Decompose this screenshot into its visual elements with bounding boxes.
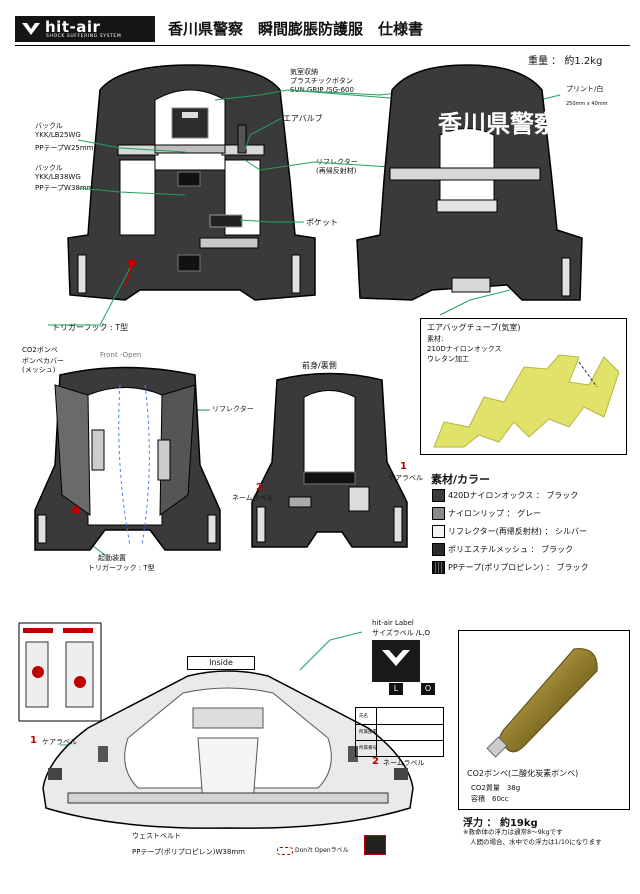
size-label-title: サイズラベル /L,O	[372, 629, 431, 637]
swatch-reflector	[432, 525, 445, 538]
size-O-badge: O	[421, 683, 435, 695]
swatch-nylon-ox	[432, 489, 445, 502]
material-item: リフレクター(再帰反射材) ： シルバー	[448, 527, 588, 536]
name-card-row: 氏名	[359, 714, 368, 719]
dont-open-tag-image	[364, 835, 386, 855]
hit-air-label-title: hit-air Label	[372, 619, 414, 627]
care-label-card	[18, 622, 102, 722]
dashed-box-icon	[277, 846, 293, 855]
vent-button-label-2: プラスチックボタン	[290, 77, 353, 85]
co2-box: CO2ボンベ(二酸化炭素ボンベ) CO2質量 38g 容積 60cc	[458, 630, 630, 810]
airbag-tube-box: エアバッグチューブ(気室) 素材: 210Dナイロンオックス ウレタン加工	[420, 318, 627, 455]
material-item: ポリエステルメッシュ ： ブラック	[448, 545, 574, 554]
front-open-label: Front -Open	[100, 351, 142, 359]
reflector-sub-label: (再帰反射材)	[316, 167, 357, 175]
pp-tape2-label: PPテープW38mm	[35, 184, 94, 192]
pp-tape1-label: PPテープW25mm	[35, 144, 94, 152]
trigger-hook-label: トリガーフック : T型	[52, 323, 129, 332]
logo-subtext: SHOCK SUFFERING SYSTEM	[46, 34, 122, 39]
back-side-care-label: ケアラベル	[388, 474, 423, 482]
reflector-label: リフレクター	[316, 158, 358, 166]
swatch-nylon-rip	[432, 507, 445, 520]
open-trigger-hook-label: トリガーフック : T型	[88, 564, 155, 572]
back-side-vest-drawing	[251, 372, 408, 548]
vent-button-label-1: 気室収納	[290, 68, 318, 76]
buckle2-label: バックル	[35, 164, 63, 172]
co2-mass: CO2質量 38g	[471, 784, 521, 792]
print-label: プリント/白	[566, 85, 604, 93]
weight-text: 重量 ： 約1.2kg	[528, 56, 603, 67]
open-reflector-label: リフレクター	[212, 405, 254, 413]
materials-heading: 素材/カラー	[431, 473, 491, 486]
dont-open-label: Don?t Openラベル	[277, 845, 349, 855]
open-vest-drawing	[34, 366, 221, 551]
material-item: PPテープ(ポリプロピレン) ： ブラック	[448, 563, 589, 572]
inside-tag: Inside	[187, 656, 255, 670]
waist-belt-label: ウェストベルト	[132, 832, 181, 840]
trigger-device-label: 起動装置	[98, 554, 126, 562]
header-divider	[15, 45, 630, 46]
swatch-mesh	[432, 543, 445, 556]
back-side-num1: 1	[400, 461, 407, 472]
co2-caption: CO2ボンベ(二酸化炭素ボンベ)	[467, 769, 579, 778]
inside-num2: 2	[372, 756, 379, 767]
buoyancy-text: 浮力 ： 約19kg	[463, 818, 538, 829]
name-card: 氏名 所属部署 所属番号	[355, 707, 444, 757]
buckle1-label: バックル	[35, 122, 63, 130]
pocket-label: ポケット	[306, 218, 338, 227]
tube-material: 210Dナイロンオックス	[427, 345, 502, 353]
vent-button-label-3: SUN GRIP /SG-600	[290, 86, 354, 94]
size-label-badge	[372, 640, 420, 682]
inside-care-label: ケアラベル	[42, 738, 77, 746]
buoyancy-note-2: 人間の場合、水中での浮力は1/10になります	[470, 838, 602, 846]
name-card-row: 所属番号	[359, 746, 377, 751]
buckle2-model: YKK/LB38WG	[35, 173, 81, 181]
swatch-pp-tape	[432, 561, 445, 574]
buoyancy-note-1: ※救命体の浮力は通常8～9kgです	[463, 828, 563, 836]
size-L-badge: L	[389, 683, 403, 695]
page-title: 香川県警察 瞬間膨脹防護服 仕様書	[168, 20, 424, 38]
buckle1-model: YKK/LB25WG	[35, 131, 81, 139]
material-item: 420Dナイロンオックス ： ブラック	[448, 491, 579, 500]
logo-icon	[382, 650, 410, 666]
back-vest-drawing	[356, 64, 583, 301]
bomb-cover-sub-label: (メッシュ)	[22, 366, 56, 374]
air-valve-label: エアバルブ	[283, 114, 323, 123]
inside-num1: 1	[30, 735, 37, 746]
logo-text: hit-air	[45, 18, 101, 36]
inside-name-label: ネームラベル	[383, 759, 425, 767]
co2-bomb-label: CO2ボンベ	[22, 346, 58, 354]
print-size-label: 250mm x 40mm	[566, 101, 608, 107]
back-side-num2: 2	[256, 482, 263, 493]
co2-cylinder-image	[486, 648, 598, 758]
hit-air-logo: hit-air SHOCK SUFFERING SYSTEM	[15, 16, 155, 42]
material-item: ナイロンリップ ： グレー	[448, 509, 542, 518]
tube-material-label: 素材:	[427, 335, 444, 343]
inside-vest-drawing	[42, 670, 414, 829]
co2-volume: 容積 60cc	[471, 795, 509, 803]
bomb-cover-label: ボンベカバー	[22, 357, 64, 365]
back-print-text: 香川県警察	[438, 110, 558, 138]
tube-title: エアバッグチューブ(気室)	[427, 323, 521, 332]
airbag-tube-image	[433, 354, 619, 448]
pp-tape-w38-label: PPテープ(ポリプロピレン)W38mm	[132, 848, 245, 856]
heart-icon	[22, 23, 40, 35]
back-side-name-label: ネームラベル	[232, 494, 274, 502]
back-side-title: 前身/裏側	[302, 361, 337, 370]
tube-coating: ウレタン加工	[427, 355, 469, 363]
front-vest-drawing	[67, 64, 316, 301]
name-card-row: 所属部署	[359, 730, 377, 735]
